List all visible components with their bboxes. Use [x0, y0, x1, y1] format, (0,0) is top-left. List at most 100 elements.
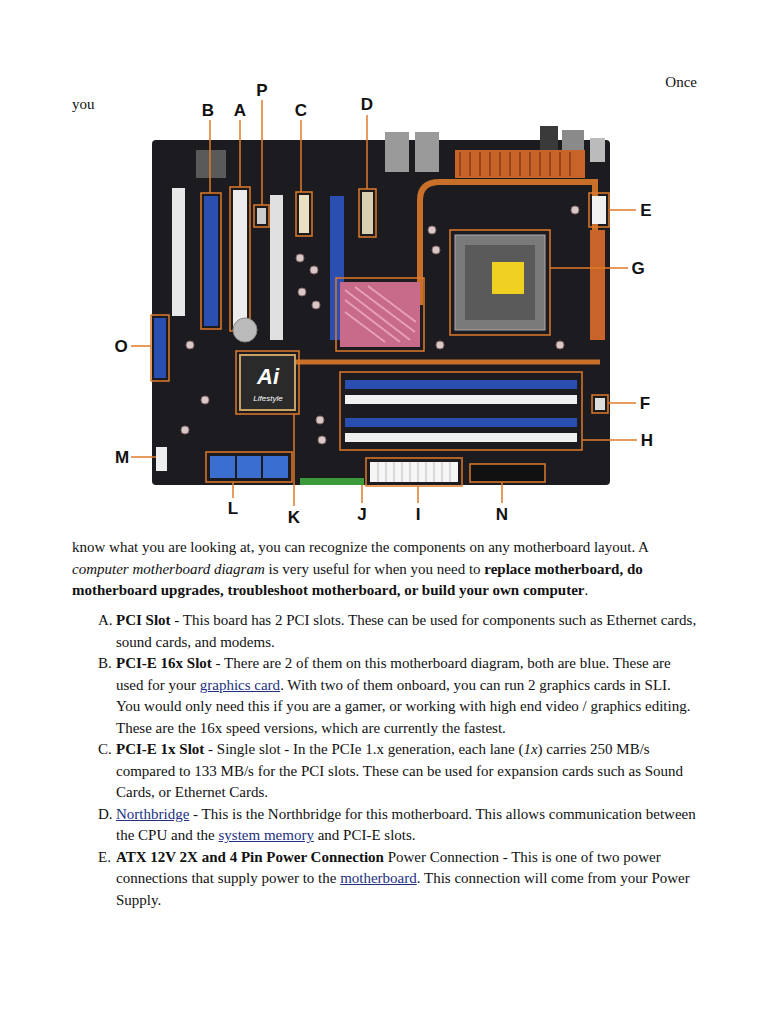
cpu-socket	[455, 235, 545, 330]
highlight-box	[201, 193, 221, 329]
capacitor	[201, 396, 209, 404]
callout-letter: J	[357, 506, 366, 523]
body-text: is very useful for when you need to	[269, 561, 481, 577]
highlight-box	[340, 372, 582, 450]
callout-letter: L	[228, 500, 238, 517]
article-text: know what you are looking at, you can re…	[72, 537, 698, 911]
leader-line	[131, 345, 151, 347]
list-marker: B.	[98, 653, 112, 675]
callout-letter: N	[496, 506, 508, 523]
italic-text: computer motherboard diagram	[72, 561, 265, 577]
jumper	[257, 208, 266, 224]
capacitor	[312, 301, 320, 309]
callout-letter: P	[256, 82, 267, 99]
capacitor	[436, 341, 444, 349]
leader-line	[582, 439, 637, 441]
highlight-box	[336, 278, 424, 351]
leader-line	[609, 209, 636, 211]
body-text: .	[585, 582, 589, 598]
link-text: motherboard	[340, 870, 417, 886]
battery	[233, 318, 257, 342]
callout-letter: F	[640, 395, 650, 412]
leader-line	[293, 414, 295, 506]
bold-text: PCI-E 16x Slot	[116, 655, 212, 671]
connector	[595, 398, 605, 410]
callout-letter: E	[640, 202, 651, 219]
callout-letter: M	[115, 449, 129, 466]
leader-line	[131, 456, 156, 458]
capacitor	[432, 246, 440, 254]
connector	[362, 192, 373, 234]
sata-dividers	[236, 456, 262, 478]
highlight-box	[230, 187, 250, 331]
ram-slot	[345, 433, 577, 442]
pcie-slot	[270, 195, 283, 340]
highlight-box	[366, 458, 462, 486]
body-text: Once	[665, 75, 697, 90]
callout-letter: O	[114, 338, 127, 355]
sata-ports	[210, 456, 288, 478]
heatsink	[590, 230, 605, 340]
highlight-box	[151, 315, 169, 381]
capacitor	[186, 341, 194, 349]
bold-text: ATX 12V 2X and 4 Pin Power Connection	[116, 849, 384, 865]
leader-line	[361, 485, 363, 503]
logo-text: Ai	[257, 366, 279, 388]
callout-letter: G	[631, 260, 644, 277]
ide-connector	[470, 464, 545, 482]
leader-line	[550, 267, 628, 269]
capacitor	[556, 341, 564, 349]
list-item: B.PCI-E 16x Slot - There are 2 of them o…	[72, 653, 698, 739]
leader-line	[300, 120, 302, 192]
italic-text: 1x	[523, 741, 537, 757]
leader-line	[417, 486, 419, 503]
list-item: E.ATX 12V 2X and 4 Pin Power Connection …	[72, 847, 698, 912]
power-connector	[592, 196, 606, 224]
chip	[196, 150, 226, 178]
connector	[154, 318, 166, 378]
connector-pins	[378, 462, 450, 482]
capacitor	[298, 288, 306, 296]
list-item: C.PCI-E 1x Slot - Single slot - In the P…	[72, 739, 698, 804]
board	[152, 140, 610, 485]
northbridge-heatsink	[340, 282, 420, 347]
capacitor	[310, 266, 318, 274]
list-marker: E.	[98, 847, 111, 869]
link-text: graphics card	[200, 677, 280, 693]
bold-text: PCI Slot	[116, 612, 171, 628]
body-text: - This board has 2 PCI slots. These can …	[116, 612, 696, 650]
leader-line	[261, 100, 263, 205]
heat-pipe	[290, 360, 600, 365]
callout-letter: A	[234, 102, 246, 119]
ram-slot	[345, 395, 577, 404]
leader-lines	[131, 100, 637, 506]
list-marker: A.	[98, 610, 113, 632]
capacitor	[428, 226, 436, 234]
heatsink-fins	[460, 152, 570, 176]
paragraph: know what you are looking at, you can re…	[72, 537, 698, 602]
highlight-box	[254, 205, 269, 227]
highlight-box	[592, 395, 608, 413]
ram-slot	[345, 380, 577, 389]
capacitor	[296, 254, 304, 262]
edge-strip	[300, 478, 364, 485]
list-item: D.Northbridge - This is the Northbridge …	[72, 804, 698, 847]
leader-line	[239, 120, 241, 187]
ram-slot	[345, 418, 577, 427]
heatsink	[455, 150, 585, 178]
logo-text: Lifestyle	[253, 395, 282, 403]
logo-chip	[240, 355, 295, 410]
body-text: you	[72, 97, 95, 112]
sticker	[492, 262, 524, 294]
highlight-box	[206, 452, 292, 482]
highlight-box	[296, 192, 312, 236]
body-text: know what you are looking at, you can re…	[72, 539, 648, 555]
callout-letter: B	[202, 102, 214, 119]
highlight-box	[589, 193, 609, 227]
list-marker: D.	[98, 804, 113, 826]
leader-line	[608, 402, 636, 404]
callout-letter: K	[288, 509, 300, 526]
capacitors	[181, 206, 579, 444]
leader-line	[501, 482, 503, 503]
